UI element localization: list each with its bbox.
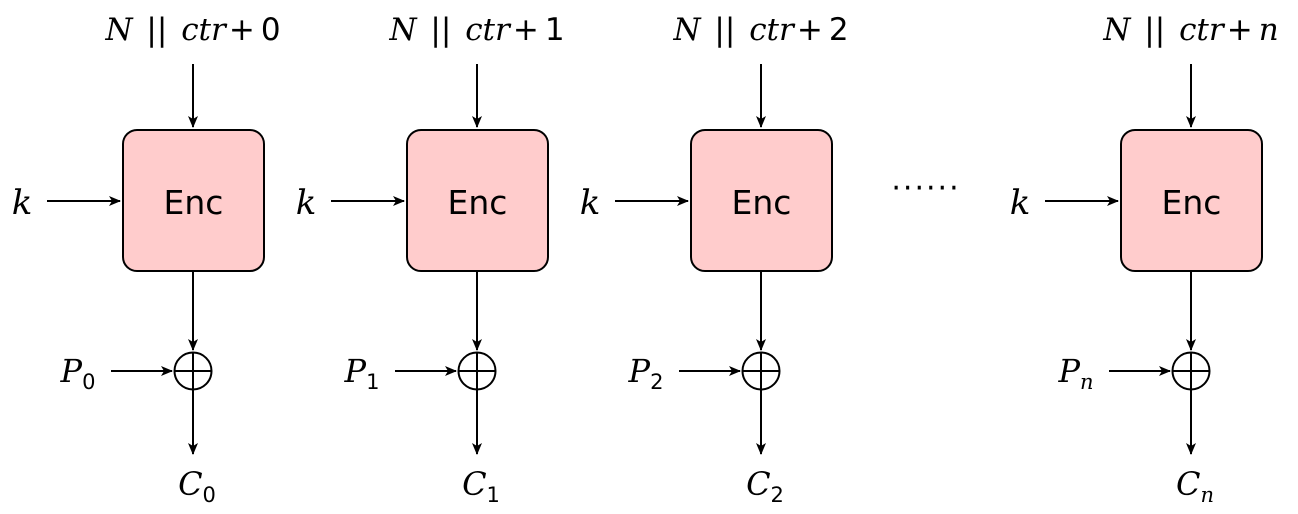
ellipsis: ······: [891, 171, 960, 206]
plaintext-label: P2: [628, 352, 664, 394]
enc-label: Enc: [732, 183, 792, 222]
counter-input-label: N || ctr+1: [388, 12, 564, 48]
enc-label: Enc: [164, 183, 224, 222]
xor-symbol: [741, 351, 781, 391]
counter-input-label: N || ctr+n: [1102, 12, 1278, 48]
ciphertext-label: Cn: [1176, 465, 1214, 507]
counter-input-label: N || ctr+0: [104, 12, 280, 48]
key-label: k: [580, 183, 601, 223]
ciphertext-label: C0: [178, 465, 216, 507]
plaintext-label: Pn: [1057, 352, 1093, 394]
xor-symbol: [173, 351, 213, 391]
key-label: k: [296, 183, 317, 223]
counter-input-label: N || ctr+2: [672, 12, 848, 48]
ciphertext-label: C1: [462, 465, 500, 507]
key-label: k: [12, 183, 33, 223]
key-label: k: [1010, 183, 1031, 223]
xor-symbol: [457, 351, 497, 391]
xor-symbol: [1171, 351, 1211, 391]
enc-label: Enc: [448, 183, 508, 222]
plaintext-label: P0: [60, 352, 96, 394]
enc-label: Enc: [1162, 183, 1222, 222]
plaintext-label: P1: [344, 352, 380, 394]
ciphertext-label: C2: [746, 465, 784, 507]
